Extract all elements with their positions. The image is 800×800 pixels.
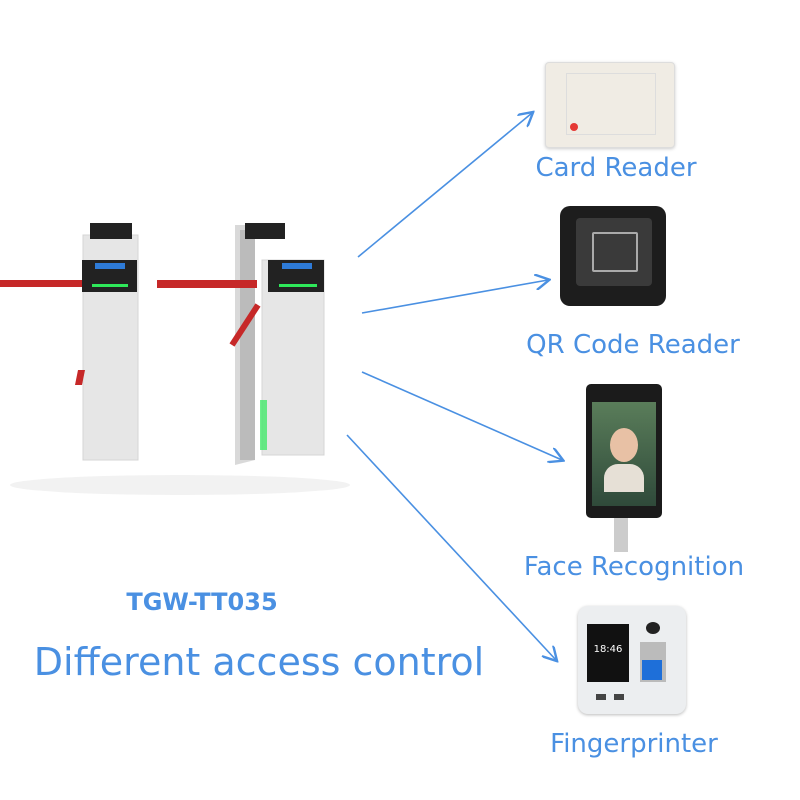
arrow-face-recognition [361, 371, 562, 460]
arrow-card-reader [357, 113, 532, 258]
qr-reader-label: QR Code Reader [526, 330, 740, 360]
arrow-qr-reader [361, 280, 548, 314]
model-number: TGW-TT035 [126, 588, 278, 616]
face-terminal-icon [586, 384, 662, 518]
fingerprinter-label: Fingerprinter [550, 729, 718, 759]
headline: Different access control [33, 640, 485, 684]
face-recognition-label: Face Recognition [523, 552, 745, 582]
tripod-turnstile-image [0, 223, 350, 495]
face-terminal-stand [614, 518, 628, 552]
arrow-fingerprinter [346, 434, 556, 660]
fingerprint-terminal-icon: 18:46 [578, 606, 686, 714]
card-reader-icon [545, 62, 675, 148]
qr-reader-icon [560, 206, 666, 306]
card-reader-label: Card Reader [535, 153, 697, 183]
fingerprint-screen-time: 18:46 [593, 644, 623, 655]
